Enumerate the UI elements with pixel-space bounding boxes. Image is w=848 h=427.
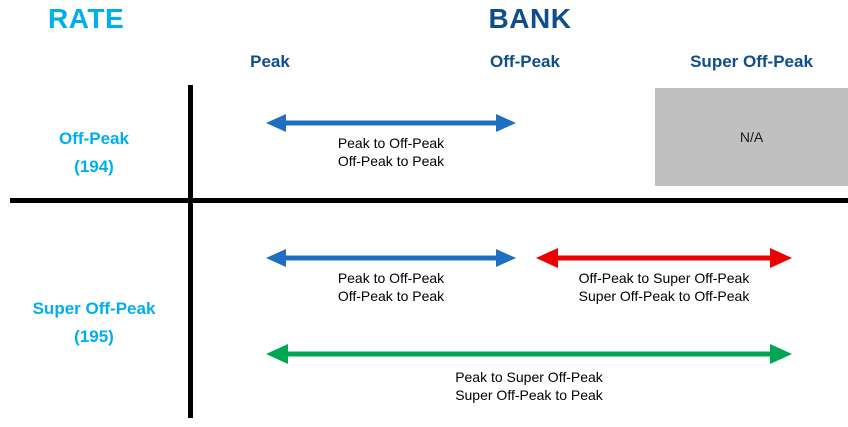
vertical-axis-rule [188,85,193,418]
row-label-off-peak-name: Off-Peak [59,129,129,148]
row-label-super-off-peak: Super Off-Peak (195) [0,295,188,351]
column-header-peak: Peak [250,52,290,71]
arrow-row2-peak-superoffpeak [260,341,798,367]
caption-row2-offpeak-superoffpeak: Off-Peak to Super Off-Peak Super Off-Pea… [530,269,798,305]
double-arrow-icon [536,248,792,268]
caption-row2-peak-superoffpeak: Peak to Super Off-Peak Super Off-Peak to… [260,368,798,404]
caption-line-2: Off-Peak to Peak [337,288,445,304]
double-arrow-icon [266,344,792,364]
arrow-row1-peak-offpeak [260,110,522,136]
caption-row1-peak-offpeak: Peak to Off-Peak Off-Peak to Peak [260,134,522,170]
caption-line-2: Super Off-Peak to Peak [455,387,603,403]
double-arrow-icon [266,114,516,132]
double-arrow-icon [266,249,516,267]
caption-line-2: Off-Peak to Peak [337,153,445,169]
na-cell-label: N/A [739,129,764,145]
row-label-off-peak-code: (194) [74,157,114,176]
row-label-super-off-peak-code: (195) [74,327,114,346]
column-header-off-peak: Off-Peak [490,52,560,71]
rate-axis-title: RATE [48,3,125,34]
arrow-row2-offpeak-superoffpeak [530,245,798,271]
caption-line-2: Super Off-Peak to Off-Peak [578,288,750,304]
caption-line-1: Peak to Off-Peak [337,135,445,151]
caption-line-1: Peak to Super Off-Peak [455,369,603,385]
row-label-off-peak: Off-Peak (194) [0,125,188,181]
column-header-super-off-peak: Super Off-Peak [690,52,813,71]
caption-line-1: Off-Peak to Super Off-Peak [578,270,750,286]
horizontal-axis-rule [10,198,848,203]
row-label-super-off-peak-name: Super Off-Peak [32,299,156,318]
caption-row2-peak-offpeak: Peak to Off-Peak Off-Peak to Peak [260,269,522,305]
na-cell: N/A [655,88,848,186]
caption-line-1: Peak to Off-Peak [337,270,445,286]
arrow-row2-peak-offpeak [260,245,522,271]
bank-axis-title: BANK [488,3,572,34]
